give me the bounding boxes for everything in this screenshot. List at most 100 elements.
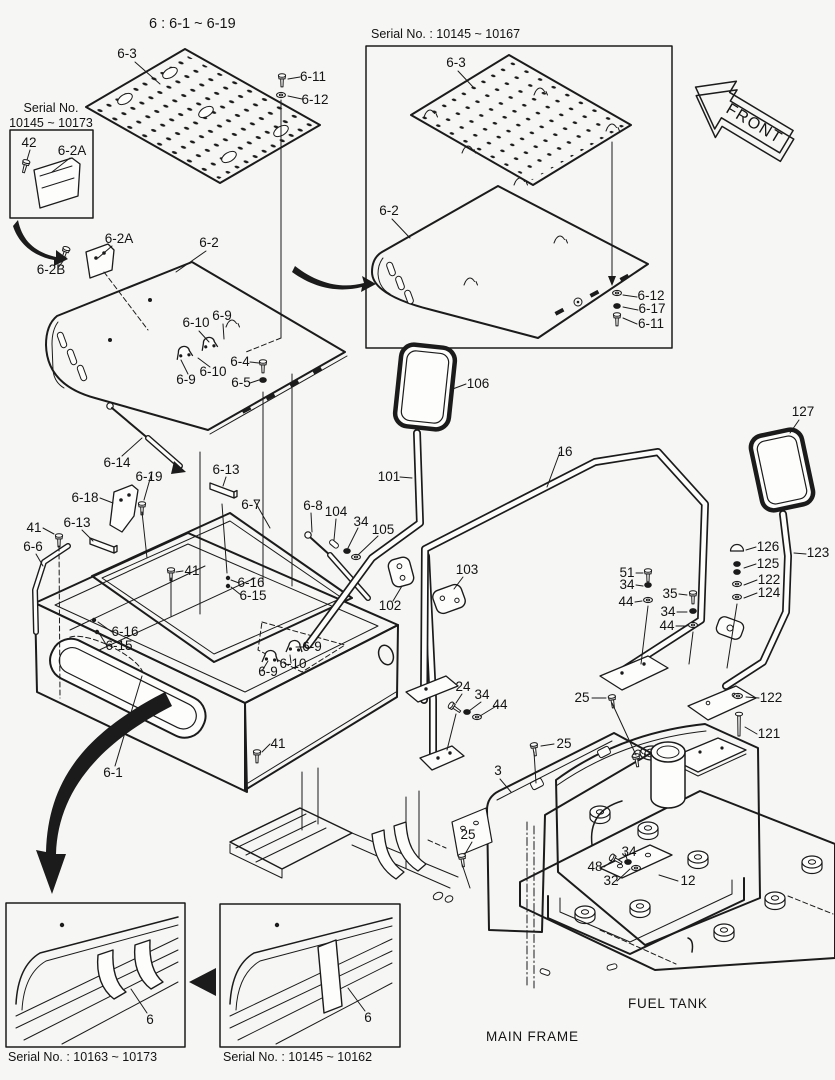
part-label-6-3: 6-3 <box>446 55 466 70</box>
part-label-6-10: 6-10 <box>182 315 209 330</box>
part-label-12: 12 <box>680 873 695 888</box>
part-label-122: 122 <box>760 690 783 705</box>
part-label-6-10: 6-10 <box>279 656 306 671</box>
inset-box-left: 6 <box>5 902 186 1048</box>
part-label-6-16: 6-16 <box>111 624 138 639</box>
small-parts <box>19 73 642 768</box>
part-labels-layer: 6-36-116-12426-2A6-2A6-2B6-26-36-26-126-… <box>21 46 829 888</box>
serial-top-right-caption: Serial No. : 10145 ~ 10167 <box>371 27 520 41</box>
part-label-6-18: 6-18 <box>71 490 98 505</box>
part-label-6-10: 6-10 <box>199 364 226 379</box>
fuel-tank <box>555 723 761 946</box>
part-label-25: 25 <box>556 736 571 751</box>
part-label-6-16: 6-16 <box>237 575 264 590</box>
diagram-title: 6 : 6-1 ~ 6-19 <box>149 16 236 32</box>
gas-spring-6-8 <box>304 531 371 601</box>
inset-left-part-label: 6 <box>146 1012 154 1027</box>
fuel-tank-label: FUEL TANK <box>628 996 708 1011</box>
part-label-32: 32 <box>603 873 618 888</box>
plate-103 <box>432 583 466 615</box>
part-label-34: 34 <box>353 514 369 529</box>
part-label-41: 41 <box>26 520 41 535</box>
part-label-6-19: 6-19 <box>135 469 162 484</box>
part-label-6-11: 6-11 <box>300 69 326 84</box>
part-label-103: 103 <box>456 562 479 577</box>
part-label-122: 122 <box>758 572 781 587</box>
bracket-102 <box>387 556 415 588</box>
hardware-right-box <box>612 289 622 327</box>
gas-spring-6-14 <box>106 402 186 474</box>
cover-6-2-left <box>45 261 348 435</box>
part-label-104: 104 <box>325 504 348 519</box>
mirror-arm-123 <box>687 510 792 721</box>
serial-bottom-left-caption: Serial No. : 10163 ~ 10173 <box>8 1050 157 1064</box>
main-frame-plate <box>432 790 835 989</box>
part-label-106: 106 <box>467 376 490 391</box>
part-label-6-17: 6-17 <box>638 301 665 316</box>
serial-box-top-left <box>9 129 94 219</box>
part-label-6-15: 6-15 <box>105 638 132 653</box>
part-label-123: 123 <box>807 545 830 560</box>
part-label-105: 105 <box>372 522 395 537</box>
part-label-41: 41 <box>270 736 285 751</box>
serial-bottom-right-caption: Serial No. : 10145 ~ 10162 <box>223 1050 372 1064</box>
part-label-6-3: 6-3 <box>117 46 137 61</box>
leader-lines <box>26 61 807 1014</box>
plate-6-3-right <box>410 54 632 186</box>
part-label-6-12: 6-12 <box>637 288 664 303</box>
part-label-6-6: 6-6 <box>23 539 43 554</box>
part-label-6-11: 6-11 <box>638 316 664 331</box>
mirror-127 <box>748 427 816 513</box>
part-label-6-15: 6-15 <box>239 588 266 603</box>
part-label-124: 124 <box>758 585 781 600</box>
part-label-6-13: 6-13 <box>212 462 239 477</box>
part-label-6-4: 6-4 <box>230 354 250 369</box>
mirror-106 <box>392 342 458 432</box>
inset-pointer-triangle <box>189 968 216 996</box>
part-label-6-5: 6-5 <box>231 375 251 390</box>
part-label-44: 44 <box>659 618 675 633</box>
part-label-42: 42 <box>21 135 36 150</box>
part-label-6-9: 6-9 <box>212 308 232 323</box>
part-label-126: 126 <box>757 539 780 554</box>
serial-top-left-line1: Serial No. <box>24 101 79 115</box>
part-label-6-8: 6-8 <box>303 498 323 513</box>
part-label-24: 24 <box>455 679 471 694</box>
part-label-6-2: 6-2 <box>379 203 399 218</box>
part-label-6-9: 6-9 <box>176 372 196 387</box>
cover-6-2-right <box>371 185 649 339</box>
mirror-127-hardware <box>729 543 745 737</box>
flow-arrows <box>13 220 376 996</box>
inset-right-part-label: 6 <box>364 1010 372 1025</box>
inset-box-right: 6 <box>219 903 401 1048</box>
part-label-101: 101 <box>378 469 401 484</box>
perforated-plate-6-3-left <box>85 48 321 184</box>
part-label-127: 127 <box>792 404 815 419</box>
part-label-51: 51 <box>619 565 634 580</box>
part-label-6-14: 6-14 <box>103 455 131 470</box>
serial-box-top-right <box>365 45 673 349</box>
part-label-34: 34 <box>619 577 635 592</box>
part-label-6-2: 6-2 <box>199 235 219 250</box>
part-label-102: 102 <box>379 598 402 613</box>
part-label-44: 44 <box>492 697 508 712</box>
steps <box>229 767 493 889</box>
part-label-34: 34 <box>474 687 490 702</box>
handrail-16 <box>405 448 709 704</box>
part-label-16: 16 <box>557 444 572 459</box>
part-label-6-1: 6-1 <box>103 765 123 780</box>
part-label-35: 35 <box>662 586 677 601</box>
part-label-6-2A: 6-2A <box>105 231 134 246</box>
tank-cover-3 <box>486 732 652 933</box>
leader-arrowhead <box>608 276 616 286</box>
part-label-6-12: 6-12 <box>301 92 328 107</box>
part-label-6-7: 6-7 <box>241 497 261 512</box>
part-label-6-13: 6-13 <box>63 515 90 530</box>
serial-top-left-line2: 10145 ~ 10173 <box>9 116 93 130</box>
part-label-3: 3 <box>494 763 502 778</box>
front-arrow: FRONT <box>694 80 795 163</box>
part-label-41: 41 <box>184 563 199 578</box>
part-label-25: 25 <box>460 827 475 842</box>
